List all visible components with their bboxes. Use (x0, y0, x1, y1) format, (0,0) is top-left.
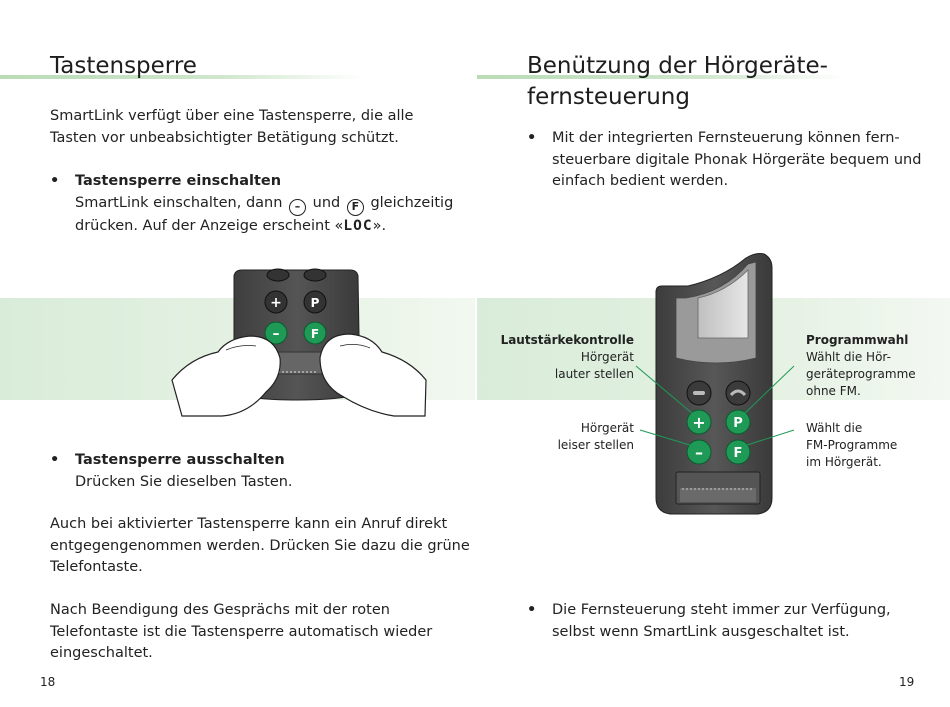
remote-control-illustration: + P – F (655, 253, 773, 515)
end-call-paragraph: Nach Beendigung des Gesprächs mit der ro… (50, 602, 433, 661)
callout-leaders (635, 365, 795, 447)
svg-text:P: P (733, 416, 743, 431)
device-minus-key-green: – (264, 321, 288, 345)
remote-plus-key: + (686, 409, 712, 435)
bullet-dot: • (527, 130, 537, 146)
svg-text:F: F (734, 446, 743, 461)
bullet-dot: • (50, 173, 60, 189)
right-thumb-icon (319, 333, 427, 417)
bullet-dot: • (50, 452, 60, 468)
device-p-key: P (303, 290, 327, 314)
callout-volume: Lautstärkekontrolle Hörgerät lauter stel… (500, 333, 634, 381)
svg-text:F: F (311, 327, 319, 341)
svg-text:+: + (270, 295, 282, 311)
device-key-row-top (266, 268, 327, 282)
f-key-icon: F (346, 198, 364, 216)
svg-text:–: – (273, 326, 280, 342)
callout-fm-program: Wählt die FM-Programme im Hörgerät. (806, 421, 898, 469)
bullet-dot: • (527, 602, 537, 618)
svg-text:+: + (692, 413, 705, 432)
bullet-remote-intro: • Mit der integrierten Fernsteuerung kön… (527, 130, 922, 189)
lcd-loc-display: LOC (343, 217, 373, 234)
bullet-remote-always: • Die Fernsteuerung steht immer zur Verf… (527, 602, 891, 640)
remote-p-key: P (725, 409, 751, 435)
page-title-right: Benützung der Hörgeräte- fernsteuerung (527, 53, 828, 110)
page-number-left: 18 (40, 675, 56, 689)
device-f-key-green: F (303, 321, 327, 345)
device-plus-key: + (264, 290, 288, 314)
bullet-lock-on: • Tastensperre einschalten SmartLink ein… (50, 173, 454, 234)
intro-paragraph: SmartLink verfügt über eine Tastensperre… (50, 108, 414, 146)
svg-text:P: P (311, 296, 320, 310)
callout-volume-down: Hörgerät leiser stellen (557, 421, 634, 452)
minus-key-icon: – (289, 198, 307, 216)
svg-text:–: – (695, 443, 703, 462)
left-thumb-icon (171, 335, 281, 417)
callout-program: Programmwahl Wählt die Hör- geräteprogra… (806, 333, 916, 398)
call-paragraph: Auch bei aktivierter Tastensperre kann e… (50, 516, 470, 575)
keylock-illustration: + P – F (171, 268, 427, 417)
remote-key-dark-right (725, 380, 751, 406)
bullet-lock-off: • Tastensperre ausschalten Drücken Sie d… (50, 452, 293, 490)
remote-key-dark-left (686, 380, 712, 406)
page-number-right: 19 (899, 675, 915, 689)
heading-rule-right (477, 75, 847, 79)
page-title-left: Tastensperre (50, 53, 197, 79)
heading-rule-left (0, 75, 365, 79)
